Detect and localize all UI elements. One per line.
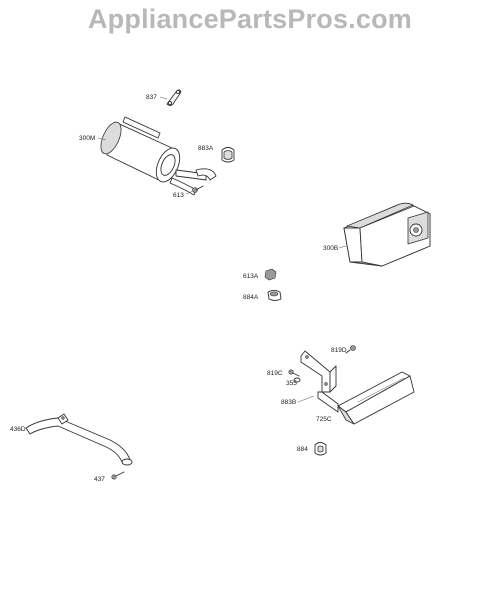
part-300M-muffler[interactable] xyxy=(97,116,217,196)
part-884-clip[interactable] xyxy=(314,442,327,456)
part-436D-pipe[interactable] xyxy=(25,413,133,466)
label-436D: 436D xyxy=(10,426,26,433)
label-355: 355 xyxy=(286,380,297,387)
part-437-screw[interactable] xyxy=(111,471,125,480)
part-613A-nut[interactable] xyxy=(264,268,277,281)
label-300M: 300M xyxy=(79,135,95,142)
part-725C-shield[interactable] xyxy=(337,371,415,425)
part-883A-clamp[interactable] xyxy=(221,147,235,163)
part-819D-screw[interactable] xyxy=(345,345,356,354)
label-884A: 884A xyxy=(243,294,259,301)
part-819C-screw[interactable] xyxy=(288,369,300,377)
site-watermark: AppliancePartsPros.com xyxy=(87,4,412,34)
part-300B-muffler[interactable] xyxy=(343,202,431,267)
label-837: 837 xyxy=(146,94,157,101)
label-300B: 300B xyxy=(323,245,338,252)
part-355-washer[interactable] xyxy=(293,377,301,383)
label-883B: 883B xyxy=(281,399,296,406)
part-613-screw[interactable] xyxy=(192,185,204,193)
label-819C: 819C xyxy=(267,370,283,377)
label-437: 437 xyxy=(94,476,105,483)
label-884: 884 xyxy=(297,446,308,453)
part-883B-bracket[interactable] xyxy=(300,350,339,413)
label-613A: 613A xyxy=(243,273,259,280)
label-613: 613 xyxy=(173,192,184,199)
part-837-bracket[interactable] xyxy=(166,89,182,106)
label-883A: 883A xyxy=(198,145,214,152)
label-819D: 819D xyxy=(331,347,347,354)
part-884A-spacer[interactable] xyxy=(267,290,282,301)
label-725C: 725C xyxy=(316,416,332,423)
